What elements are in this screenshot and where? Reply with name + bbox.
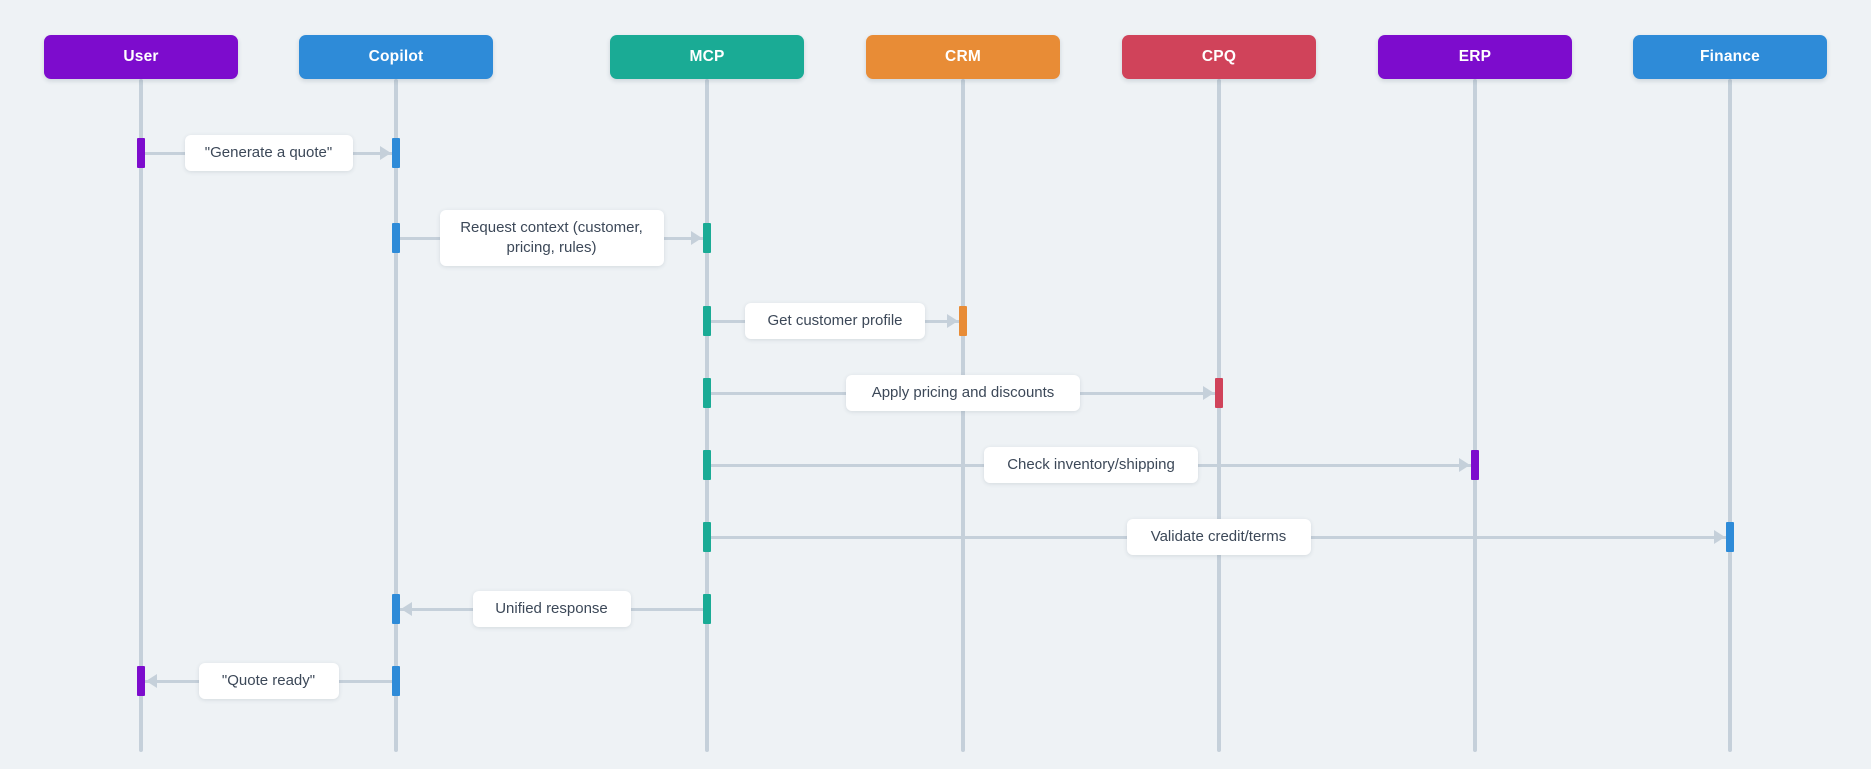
activation-bar-copilot-7 [392, 594, 400, 624]
participant-label-mcp: MCP [689, 48, 725, 65]
lifeline-crm [961, 79, 965, 752]
lifeline-cpq [1217, 79, 1221, 752]
message-label-8: "Quote ready" [198, 663, 339, 699]
message-label-5: Check inventory/shipping [984, 447, 1198, 483]
message-arrowhead-6 [1714, 530, 1725, 544]
lifeline-erp [1473, 79, 1477, 752]
activation-bar-mcp-6 [703, 522, 711, 552]
activation-bar-mcp-4 [703, 378, 711, 408]
participant-mcp[interactable]: MCP [610, 35, 804, 79]
activation-bar-finance-6 [1726, 522, 1734, 552]
message-arrowhead-5 [1459, 458, 1470, 472]
activation-bar-mcp-3 [703, 306, 711, 336]
participant-finance[interactable]: Finance [1633, 35, 1827, 79]
message-label-6: Validate credit/terms [1126, 519, 1311, 555]
lifeline-user [139, 79, 143, 752]
participant-label-user: User [123, 48, 159, 65]
message-arrowhead-2 [691, 231, 702, 245]
message-label-2: Request context (customer, pricing, rule… [439, 210, 664, 266]
participant-label-finance: Finance [1700, 48, 1760, 65]
activation-bar-erp-5 [1471, 450, 1479, 480]
message-label-7: Unified response [472, 591, 631, 627]
message-arrowhead-1 [380, 146, 391, 160]
participant-erp[interactable]: ERP [1378, 35, 1572, 79]
activation-bar-user-8 [137, 666, 145, 696]
activation-bar-copilot-1 [392, 138, 400, 168]
participant-crm[interactable]: CRM [866, 35, 1060, 79]
activation-bar-copilot-8 [392, 666, 400, 696]
activation-bar-crm-3 [959, 306, 967, 336]
message-arrowhead-4 [1203, 386, 1214, 400]
activation-bar-user-1 [137, 138, 145, 168]
participant-copilot[interactable]: Copilot [299, 35, 493, 79]
participant-label-copilot: Copilot [368, 48, 424, 65]
activation-bar-mcp-5 [703, 450, 711, 480]
participant-label-erp: ERP [1458, 48, 1492, 65]
message-label-3: Get customer profile [745, 303, 925, 339]
activation-bar-cpq-4 [1215, 378, 1223, 408]
participant-cpq[interactable]: CPQ [1122, 35, 1316, 79]
participant-label-crm: CRM [945, 48, 981, 65]
participant-user[interactable]: User [44, 35, 238, 79]
activation-bar-mcp-7 [703, 594, 711, 624]
participant-label-cpq: CPQ [1201, 48, 1237, 65]
message-arrowhead-7 [401, 602, 412, 616]
message-label-4: Apply pricing and discounts [846, 375, 1080, 411]
message-label-1: "Generate a quote" [184, 135, 353, 171]
message-arrowhead-8 [146, 674, 157, 688]
lifeline-finance [1728, 79, 1732, 752]
message-arrowhead-3 [947, 314, 958, 328]
activation-bar-mcp-2 [703, 223, 711, 253]
lifeline-copilot [394, 79, 398, 752]
activation-bar-copilot-2 [392, 223, 400, 253]
lifeline-mcp [705, 79, 709, 752]
